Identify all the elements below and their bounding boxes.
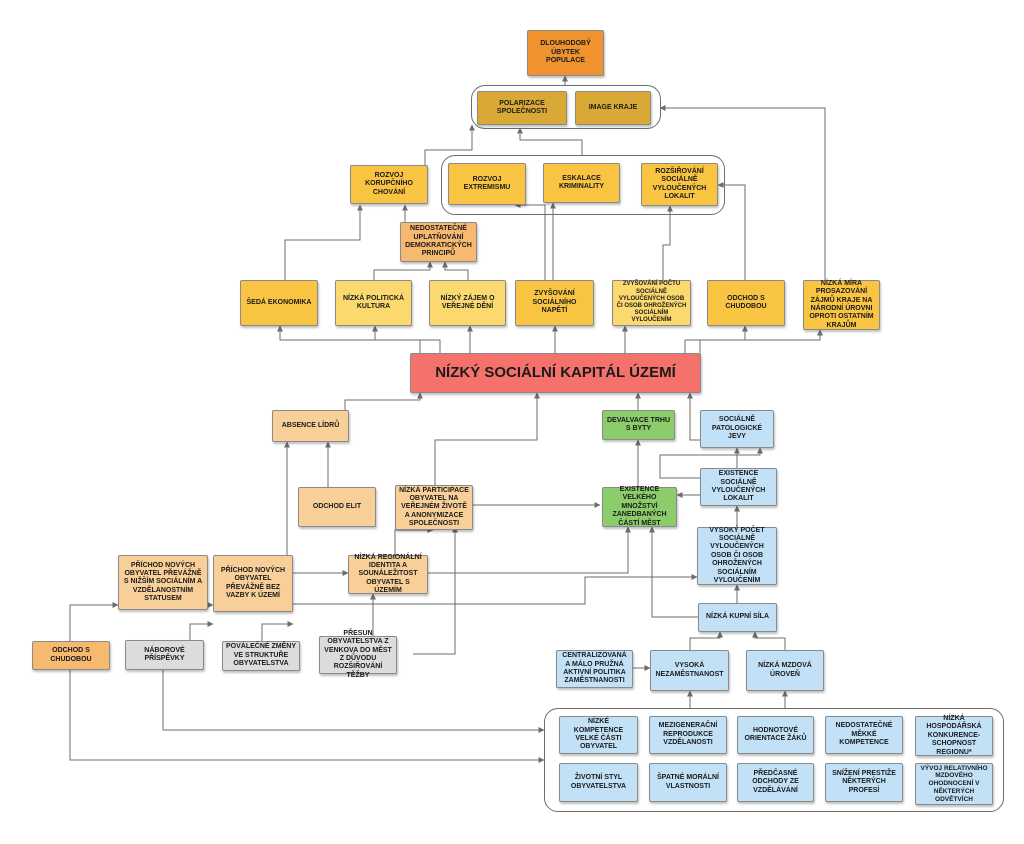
- node-rozsirovani-lokalit: ROZŠIŘOVÁNÍ SOCIÁLNĚ VYLOUČENÝCH LOKALIT: [641, 163, 718, 206]
- node-vysoka-nezamestnanost: VYSOKÁ NEZAMĚSTNANOST: [650, 650, 729, 691]
- node-socialne-patologicke: SOCIÁLNĚ PATOLOGICKÉ JEVY: [700, 410, 774, 448]
- node-nizka-participace: NÍZKÁ PARTICIPACE OBYVATEL NA VEŘEJNÉM Ž…: [395, 485, 473, 530]
- group-social-risks: [441, 155, 725, 215]
- group-top-impacts: [471, 85, 661, 129]
- node-nizka-hospodarska: NÍZKÁ HOSPODÁŘSKÁ KONKURENCE-SCHOPNOST R…: [915, 715, 993, 756]
- node-nedostatecne-mekke: NEDOSTATEČNÉ MĚKKÉ KOMPETENCE: [825, 716, 903, 754]
- node-odchod-s-chudobou-left: ODCHOD S CHUDOBOU: [32, 641, 110, 670]
- node-nizke-kompetence: NÍZKÉ KOMPETENCE VELKÉ ČÁSTI OBYVATEL: [559, 716, 638, 754]
- node-polarizace: POLARIZACE SPOLEČNOSTI: [477, 91, 567, 125]
- edge-lidri-to-core: [344, 392, 423, 410]
- node-hodnotove: HODNOTOVÉ ORIENTACE ŽÁKŮ: [737, 716, 814, 754]
- edge-patologicke-to-core: [687, 392, 700, 441]
- edge-regionalni-to-zanedbane: [428, 526, 631, 574]
- edge-core-to-prosazovani: [699, 329, 823, 353]
- edge-nabor-to-group: [162, 670, 545, 733]
- edge-group-to-polarizace: [517, 127, 583, 155]
- node-eskalace-kriminality: ESKALACE KRIMINALITY: [543, 163, 620, 203]
- node-rozvoj-korupcniho: ROZVOJ KORUPČNÍHO CHOVÁNÍ: [350, 165, 428, 204]
- edge-nabor-to-bez-vazby: [189, 621, 214, 640]
- edge-nezamestnanost-to-kupni: [689, 631, 723, 650]
- edge-chudoba-left-to-group: [69, 670, 545, 763]
- edge-regionalni-to-participace: [394, 527, 434, 555]
- node-nizky-zajem: NÍZKÝ ZÁJEM O VEŘEJNÉ DĚNÍ: [429, 280, 506, 326]
- node-predcasne-odchody: PŘEDČASNÉ ODCHODY ZE VZDĚLÁVÁNÍ: [737, 763, 814, 802]
- edge-lokality-to-devalvace: [659, 447, 763, 479]
- edge-vylouceni-to-lokality: [662, 205, 673, 280]
- node-spatne-moralni: ŠPATNÉ MORÁLNÍ VLASTNOSTI: [649, 763, 727, 802]
- node-dlouhodoby-ubytek: DLOUHODOBÝ ÚBYTEK POPULACE: [527, 30, 604, 76]
- node-nizka-mzdova: NÍZKÁ MZDOVÁ ÚROVEŇ: [746, 650, 824, 691]
- node-rozvoj-extremismu: ROZVOJ EXTREMISMU: [448, 163, 526, 205]
- edge-povalecne-to-bez-vazby: [261, 621, 294, 641]
- edge-chudoba-left-to-nizsim: [69, 602, 119, 641]
- node-nizky-socialni-kapital: NÍZKÝ SOCIÁLNÍ KAPITÁL ÚZEMÍ: [410, 353, 701, 393]
- node-absence-lidru: ABSENCE LÍDRŮ: [272, 410, 349, 442]
- group-education-factors: [544, 708, 1004, 812]
- edge-bez-vazby-to-pocet: [244, 574, 698, 612]
- node-odchod-elit: ODCHOD ELIT: [298, 487, 376, 527]
- edge-core-to-seda: [277, 325, 421, 353]
- node-odchod-s-chudobou-top: ODCHOD S CHUDOBOU: [707, 280, 785, 326]
- node-devalvace-trhu: DEVALVACE TRHU S BYTY: [602, 410, 675, 440]
- edge-core-to-kultura: [372, 325, 441, 353]
- edge-presun-to-participace: [413, 526, 458, 655]
- edge-chudoba-to-lokality: [717, 182, 746, 280]
- node-image-kraje: IMAGE KRAJE: [575, 91, 651, 125]
- node-zivotni-styl: ŽIVOTNÍ STYL OBYVATELSTVA: [559, 763, 638, 802]
- node-povalecne-zmeny: POVÁLEČNÉ ZMĚNY VE STRUKTUŘE OBYVATELSTV…: [222, 641, 300, 671]
- node-nizka-politicka-kultura: NÍZKÁ POLITICKÁ KULTURA: [335, 280, 412, 326]
- node-zvysovani-napeti: ZVYŠOVÁNÍ SOCIÁLNÍHO NAPĚTÍ: [515, 280, 594, 326]
- edge-zajem-to-demokracie: [442, 261, 469, 280]
- node-nizka-mira-prosazovani: NÍZKÁ MÍRA PROSAZOVÁNÍ ZÁJMŮ KRAJE NA NÁ…: [803, 280, 880, 330]
- edge-participace-to-core: [434, 392, 540, 485]
- node-presun-obyvatelstva: PŘESUN OBYVATELSTVA Z VENKOVA DO MĚST Z …: [319, 630, 397, 679]
- node-snizeni-prestize: SNÍŽENÍ PRESTIŽE NĚKTERÝCH PROFESÍ: [825, 763, 903, 802]
- node-existence-mnozstvi: EXISTENCE VELKÉHO MNOŽSTVÍ ZANEDBANÝCH Č…: [602, 486, 677, 527]
- edge-napeti-to-extremismus: [514, 202, 546, 280]
- edge-seda-to-korupce: [284, 204, 363, 280]
- node-existence-lokalit: EXISTENCE SOCIÁLNĚ VYLOUČENÝCH LOKALIT: [700, 468, 777, 506]
- node-naborove-prispevky: NÁBOROVÉ PŘÍSPĚVKY: [125, 640, 204, 670]
- node-prichod-bez-vazby: PŘÍCHOD NOVÝCH OBYVATEL PŘEVÁŽNĚ BEZ VAZ…: [213, 555, 293, 612]
- edge-prosazovani-to-image: [659, 105, 826, 280]
- node-vysoky-pocet: VYSOKÝ POČET SOCIÁLNĚ VYLOUČENÝCH OSOB Č…: [697, 527, 777, 585]
- edge-kupni-to-zanedbane: [649, 526, 698, 618]
- node-nizka-kupni-sila: NÍZKÁ KUPNÍ SÍLA: [698, 603, 777, 632]
- node-mezigeneracni: MEZIGENERAČNÍ REPRODUKCE VZDĚLANOSTI: [649, 716, 727, 754]
- node-nizka-regionalni: NÍZKÁ REGIONÁLNÍ IDENTITA A SOUNÁLEŽITOS…: [348, 554, 428, 594]
- node-prichod-nizsim: PŘÍCHOD NOVÝCH OBYVATEL PŘEVÁŽNĚ S NIŽŠÍ…: [118, 555, 208, 610]
- node-zvysovani-poctu: ZVYŠOVÁNÍ POČTU SOCIÁLNĚ VYLOUČENÝCH OSO…: [612, 280, 691, 326]
- edge-mzda-to-kupni: [752, 631, 786, 650]
- node-vyvoj-relativniho: VÝVOJ RELATIVNÍHO MZDOVÉHO OHODNOCENÍ V …: [915, 763, 993, 805]
- node-nedostatecne-uplatnovani: NEDOSTATEČNÉ UPLATŇOVÁNÍ DEMOKRATICKÝCH …: [400, 222, 477, 262]
- node-seda-ekonomika: ŠEDÁ EKONOMIKA: [240, 280, 318, 326]
- edge-kultura-to-demokracie: [373, 261, 433, 280]
- node-centralizovana-politika: CENTRALIZOVANÁ A MÁLO PRUŽNÁ AKTIVNÍ POL…: [556, 650, 633, 688]
